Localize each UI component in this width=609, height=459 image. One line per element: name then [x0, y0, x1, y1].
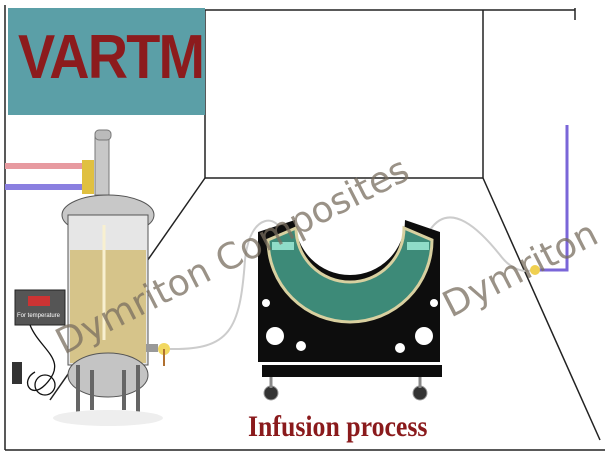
caption: Infusion process — [248, 410, 428, 443]
controller-label: For temperature — [17, 313, 61, 319]
temperature-controller — [12, 289, 66, 396]
title-text: VARTM — [18, 23, 205, 92]
title-banner: VARTM — [8, 8, 205, 115]
mold-fixture — [258, 220, 442, 401]
vacuum-pipe — [535, 125, 569, 272]
resin-vessel — [53, 194, 170, 426]
resin-feed-line — [169, 219, 283, 351]
vacuum-line — [429, 216, 541, 272]
inlet-pipes — [5, 129, 112, 196]
vacuum-port — [530, 265, 540, 275]
